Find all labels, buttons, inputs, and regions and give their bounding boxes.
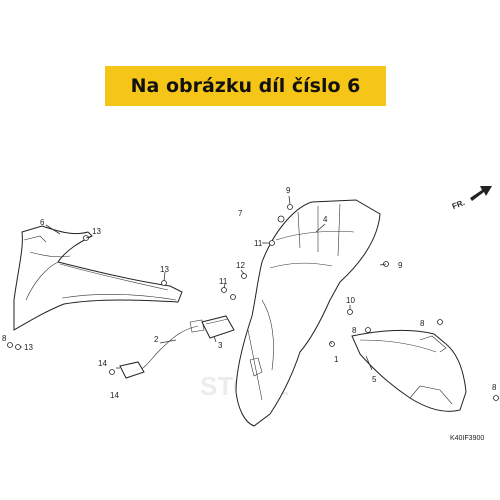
callout-6: 6 xyxy=(40,218,45,227)
diagram-code: K40IF3900 xyxy=(450,435,484,442)
callout-8: 8 xyxy=(352,326,357,335)
callout-4: 4 xyxy=(323,215,328,224)
callout-11: 11 xyxy=(254,239,263,248)
callout-5: 5 xyxy=(372,375,377,384)
callout-10: 10 xyxy=(346,296,355,305)
callout-11: 11 xyxy=(219,277,228,286)
callout-1: 1 xyxy=(334,355,339,364)
callout-12: 12 xyxy=(236,261,245,270)
callout-8: 8 xyxy=(492,383,497,392)
callout-13: 13 xyxy=(92,227,101,236)
callout-13: 13 xyxy=(160,265,169,274)
callout-13: 13 xyxy=(24,343,33,352)
callout-3: 3 xyxy=(218,341,223,350)
part-3-reflector[interactable] xyxy=(201,315,235,339)
callout-2: 2 xyxy=(154,335,159,344)
front-direction-indicator: FR. xyxy=(451,186,492,211)
callout-7: 7 xyxy=(238,209,243,218)
callout-8: 8 xyxy=(420,319,425,328)
callout-labels: 6 13 13 8 13 2 14 14 3 9 7 11 12 11 4 9 … xyxy=(2,186,497,400)
callout-9: 9 xyxy=(398,261,403,270)
callout-8: 8 xyxy=(2,334,7,343)
part-4-rear-fender[interactable] xyxy=(235,199,381,427)
part-5-rear-mudguard[interactable] xyxy=(351,329,467,412)
part-number-banner: Na obrázku díl číslo 6 xyxy=(105,66,386,106)
callout-14: 14 xyxy=(98,359,107,368)
callout-14: 14 xyxy=(110,391,119,400)
banner-text: Na obrázku díl číslo 6 xyxy=(130,75,361,97)
leader-lines xyxy=(20,195,387,371)
part-6-side-cowl[interactable] xyxy=(13,225,183,331)
direction-label: FR. xyxy=(451,198,466,211)
callout-9: 9 xyxy=(286,186,291,195)
part-2-license-light[interactable] xyxy=(119,319,205,379)
